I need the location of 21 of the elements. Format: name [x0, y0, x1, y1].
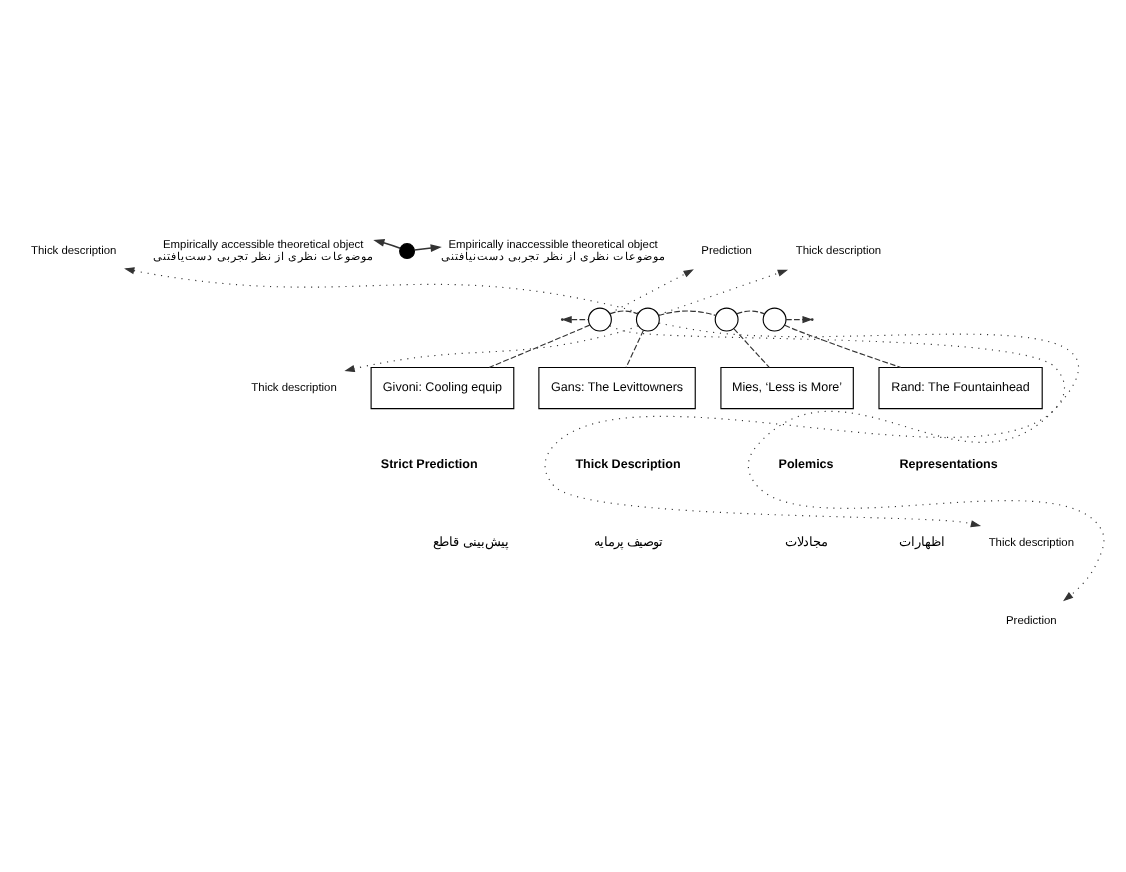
- arrow: [785, 316, 813, 324]
- arrow: [609, 269, 694, 314]
- node-circle: [762, 307, 787, 332]
- connector: [784, 324, 902, 369]
- arrow: [413, 244, 442, 252]
- arrow: [373, 239, 401, 250]
- arrow: [344, 325, 639, 373]
- connector: [733, 328, 770, 368]
- connector: [625, 329, 644, 368]
- connector: [488, 324, 591, 369]
- arrow: [124, 267, 639, 314]
- node-circle: [635, 307, 660, 332]
- node-circle: [399, 243, 416, 260]
- connector: [736, 310, 766, 315]
- arrow: [544, 322, 1079, 528]
- node-circle: [714, 307, 739, 332]
- arrow: [657, 269, 789, 316]
- connector: [658, 310, 717, 317]
- arrow: [609, 325, 1105, 602]
- node-circle: [587, 307, 612, 332]
- connector: [609, 310, 639, 315]
